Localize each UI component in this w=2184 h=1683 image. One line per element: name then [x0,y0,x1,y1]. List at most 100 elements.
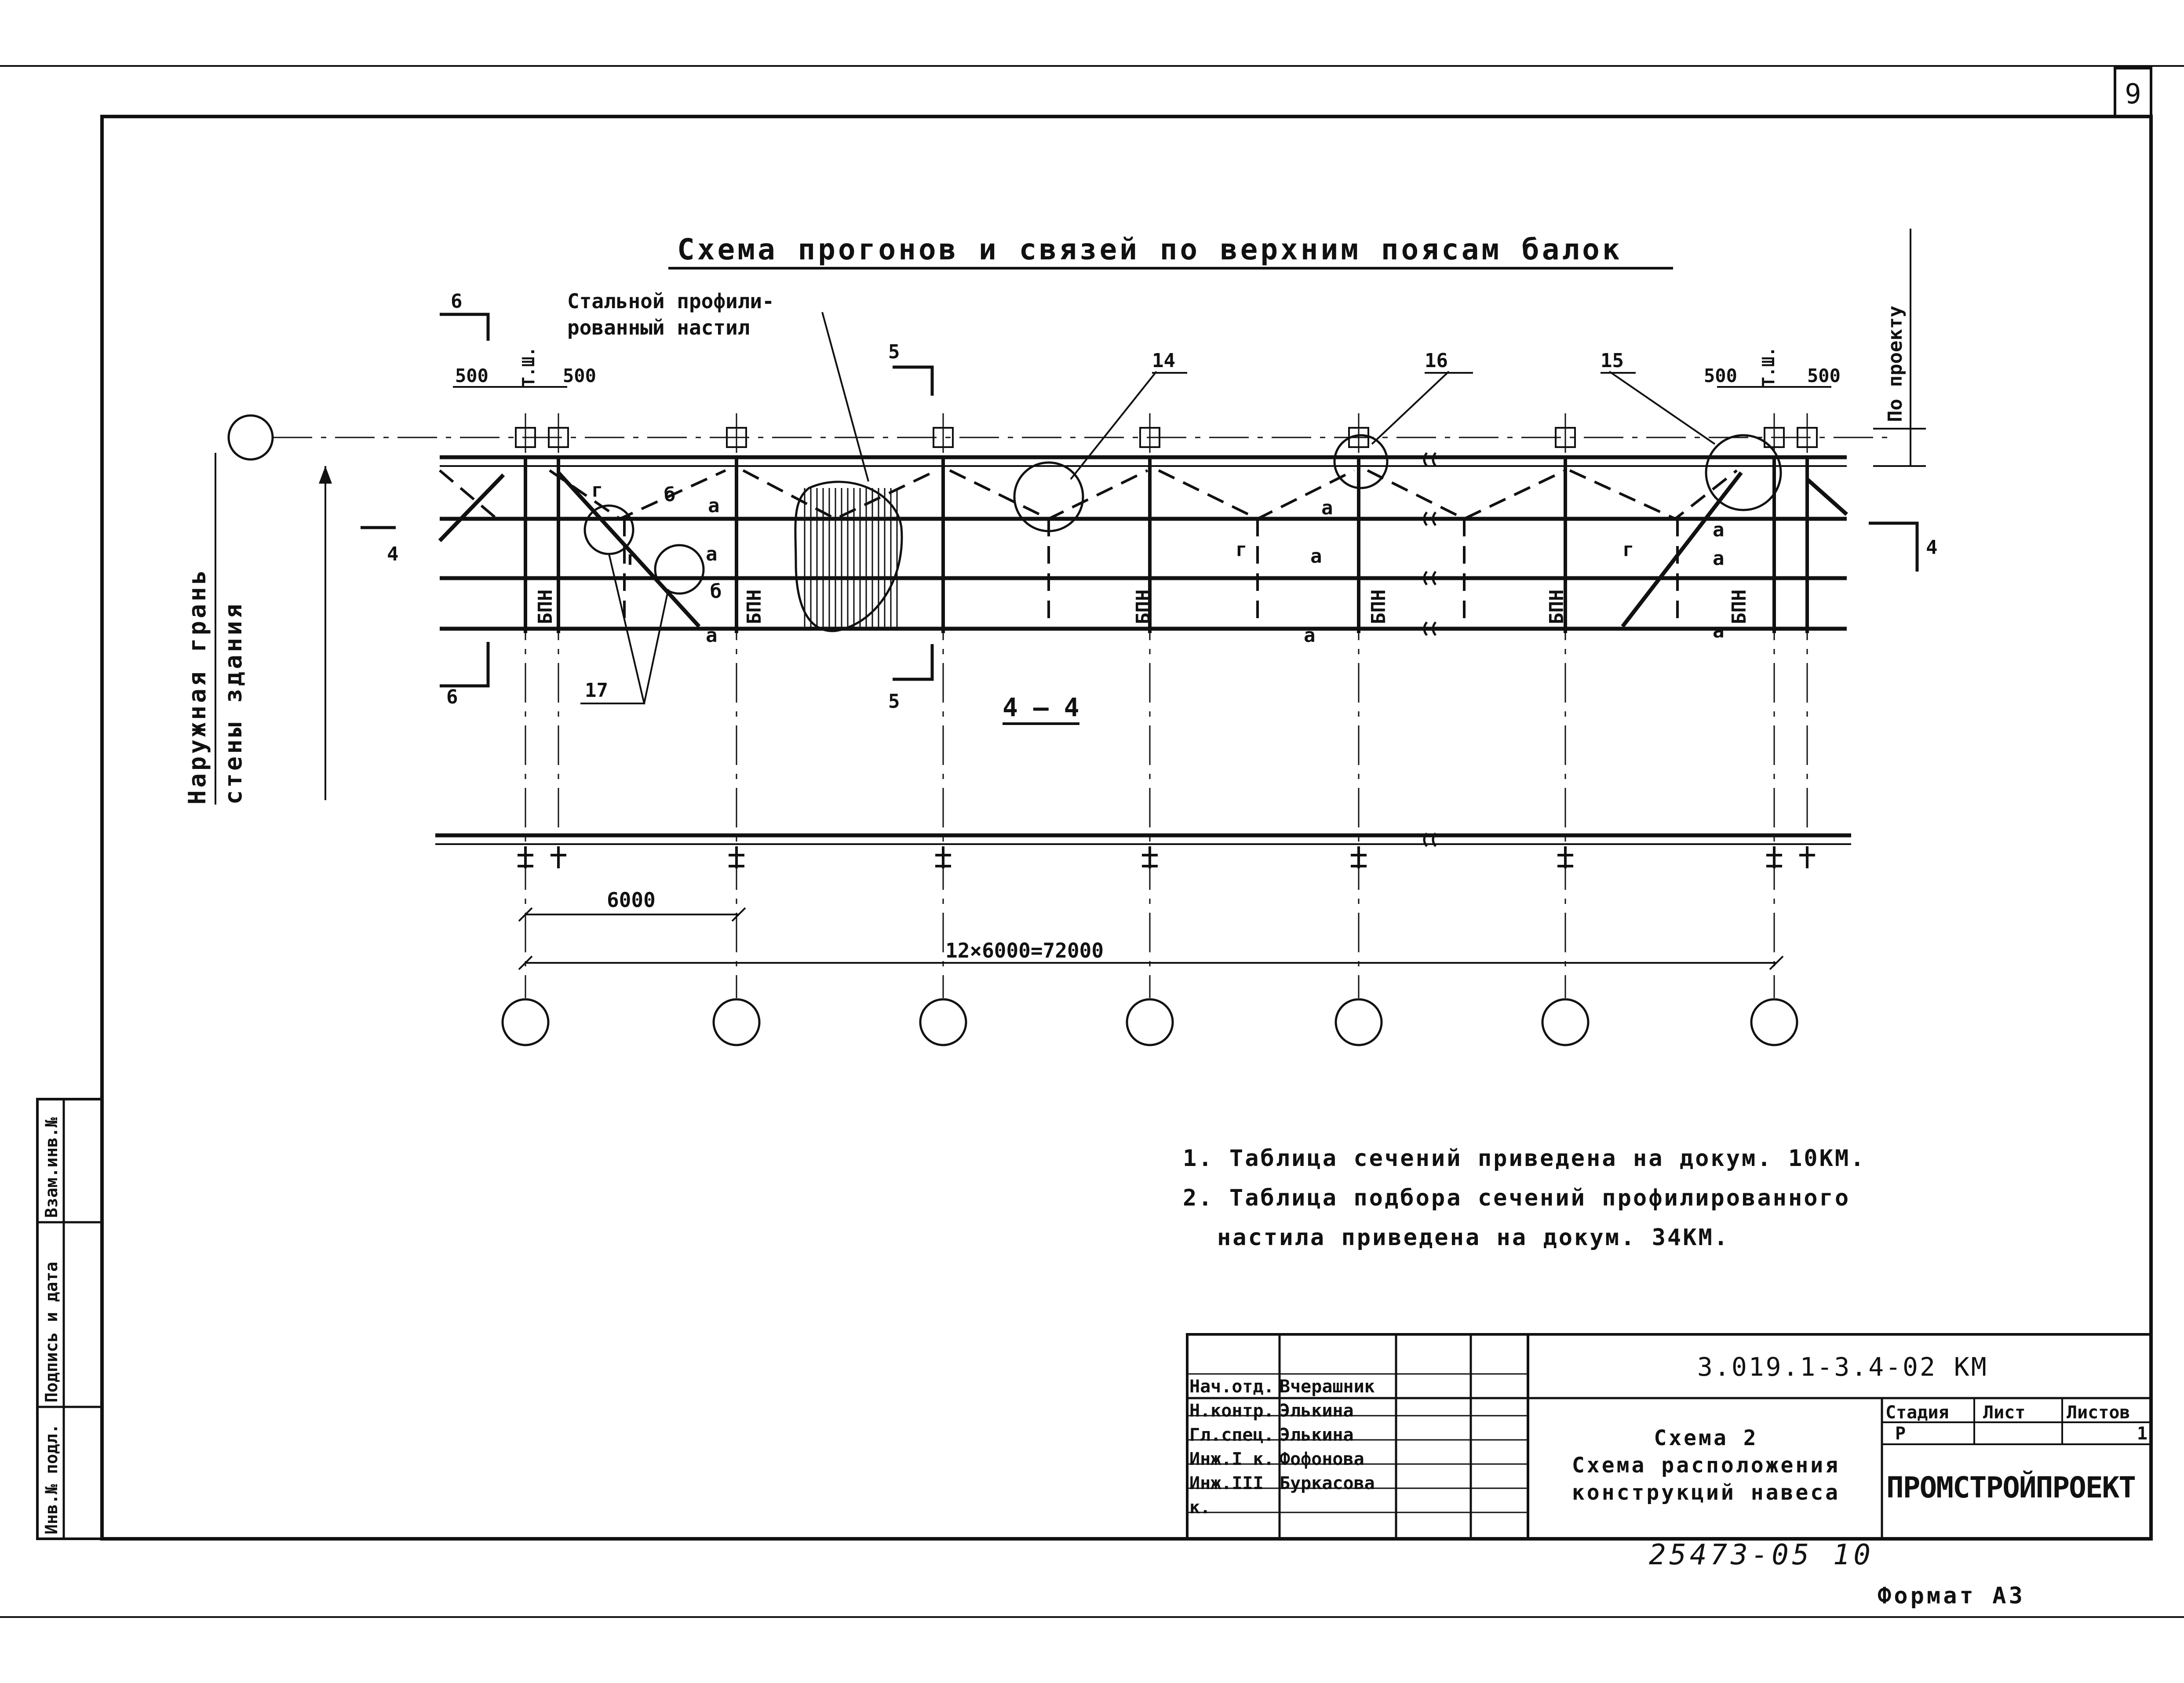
sheets-value: 1 [2137,1424,2148,1444]
brace-mark-b-1: б [664,484,676,506]
note-2: 2. Таблица подбора сечений профилированн… [1183,1185,1851,1211]
brace-mark-g-3: г [1236,539,1247,561]
dimension-lines [319,229,1926,970]
signer-name: Буркасова [1280,1473,1375,1494]
title-block [1186,1333,2152,1540]
signer-row: Инж.III к. Буркасова [1189,1472,1375,1520]
signer-role: Гл.спец. [1189,1425,1274,1445]
callout-15: 15 [1601,350,1636,374]
section-mark-4-right: 4 [1926,536,1938,559]
axis-bubble [1334,998,1383,1046]
brace-mark-a-6: а [1321,497,1333,519]
section-view-label: 4 – 4 [1003,692,1079,725]
by-project-label: По проекту [1884,306,1907,422]
signer-row: Н.контр. Элькина [1189,1399,1375,1423]
notes: 1. Таблица сечений приведена на докум. 1… [1183,1139,1866,1257]
beam-mark-5: БПН [1546,589,1568,624]
doc-code: 3.019.1-3.4-02 КМ [1697,1352,1988,1382]
callout-17: 17 [585,679,608,702]
section-mark-6-top: 6 [451,290,463,313]
axis-bubble [501,998,550,1046]
dim-total: 12×6000=72000 [945,939,1104,962]
brace-mark-a-2: а [706,543,718,565]
brace-mark-g-2: г [627,547,638,570]
section-mark-4-left: 4 [387,543,399,565]
roof-edge [440,455,1847,467]
drawing-title: Схема прогонов и связей по верхним пояса… [677,233,1623,266]
beam-mark-2: БПН [743,589,766,624]
deck-hatch [794,481,903,632]
side-stamp-replaces: Взам.инв.№ [42,1117,61,1218]
dim-500-left-b: 500 [563,365,596,386]
section-markers [361,313,1919,688]
beam-mark-6: БПН [1728,589,1750,624]
stage-header: Стадия [1885,1402,1949,1423]
dim-span: 6000 [607,888,656,912]
dim-500-right-a: 500 [1704,365,1737,386]
temp-joint-left: Т.Ш. [519,346,538,387]
dim-500-right-b: 500 [1807,365,1841,386]
axis-bubble [712,998,761,1046]
side-stamp-sign-date: Подпись и дата [42,1261,61,1402]
leader-lines [580,312,1716,704]
section-mark-5-bottom: 5 [888,690,900,713]
sheet-title-1: Схема 2 [1654,1426,1758,1450]
brace-mark-a-5: а [1304,624,1316,647]
signer-role: Н.контр. [1189,1401,1274,1421]
bracing [438,469,1848,628]
page-number: 9 [2125,78,2141,110]
callout-14: 14 [1152,350,1187,374]
signer-role: Нач.отд. [1189,1377,1274,1397]
beam-mark-4: БПН [1367,589,1390,624]
sheet-title: Схема 2 Схема расположения конструкций н… [1530,1424,1882,1506]
detail-circles [583,434,1782,595]
dim-500-left-a: 500 [455,365,489,386]
deck-label-line1: Стальной профили- [567,289,774,313]
signer-role: Инж.III к. [1189,1473,1264,1518]
side-stamp [36,1098,103,1540]
note-1: 1. Таблица сечений приведена на докум. 1… [1183,1145,1866,1172]
beam-lines [524,457,1809,633]
signer-row: Гл.спец. Элькина [1189,1423,1375,1447]
beam-mark-1: БПН [534,589,557,624]
signer-name: Элькина [1280,1401,1354,1421]
arrow-up-icon [319,466,332,484]
brace-mark-a-9: а [1713,620,1725,642]
stage-value: Р [1895,1424,1906,1444]
page-number-box [2114,67,2152,118]
organization: ПРОМСТРОЙПРОЕКТ [1886,1471,2136,1504]
signer-role: Инж.I к. [1189,1449,1274,1469]
section-mark-6-bottom: 6 [446,686,458,708]
brace-mark-a-8: а [1713,547,1725,570]
beam-mark-3: БПН [1132,589,1155,624]
brace-mark-g-1: г [591,479,603,502]
sheets-header: Листов [2067,1402,2130,1423]
axis-bubble [919,998,967,1046]
archive-number: 25473-05 10 [1649,1539,1874,1571]
drawing-frame [100,115,2153,1541]
brace-mark-a-4: а [1310,545,1322,568]
signer-name: Фофонова [1280,1449,1364,1469]
temp-joint-right: Т.Ш. [1759,346,1778,387]
joint-breaks [1423,452,1437,847]
axis-bubble [1126,998,1174,1046]
outer-face-line2: стены здания [219,601,247,805]
deck-label: Стальной профили- рованный настил [567,288,774,341]
signers: Нач.отд. Вчерашник Н.контр. Элькина Гл.спе… [1189,1375,1375,1520]
format-label: Формат А3 [1878,1583,2025,1609]
signer-row: Нач.отд. Вчерашник [1189,1375,1375,1399]
callout-16: 16 [1425,350,1473,374]
brace-mark-a-3: а [706,624,718,647]
axis-bubble [1750,998,1798,1046]
purlin-rows [440,517,1847,631]
section-4-4-band [435,833,1851,845]
brace-mark-g-4: г [1623,539,1634,561]
outer-face-label: Наружная грань стены здания [180,453,251,805]
sheet-header: Лист [1983,1402,2026,1423]
deck-label-line2: рованный настил [567,316,750,339]
signer-name: Элькина [1280,1425,1354,1445]
signer-name: Вчерашник [1280,1377,1375,1397]
brace-mark-a-1: а [708,495,720,517]
brace-mark-a-7: а [1713,519,1725,541]
